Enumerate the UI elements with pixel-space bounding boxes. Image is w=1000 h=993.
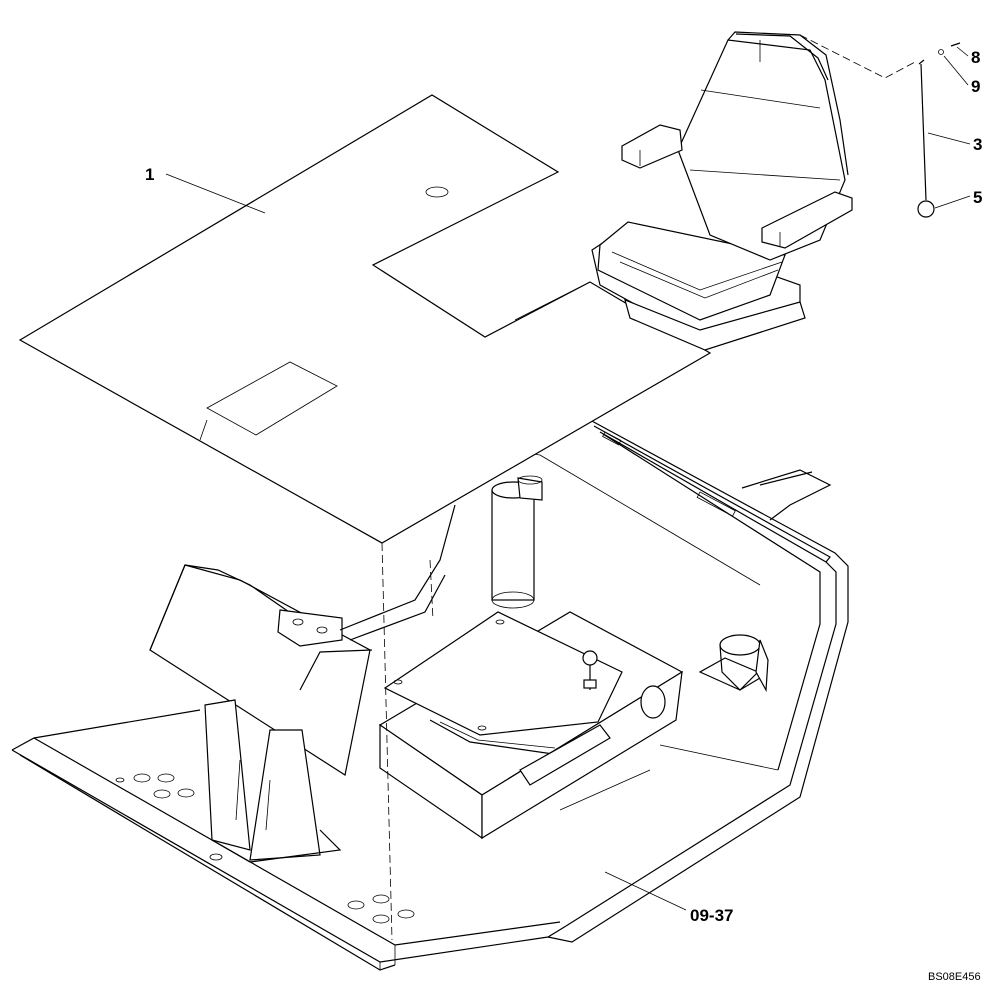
leader-lines <box>165 46 971 911</box>
alignment-line <box>381 542 393 941</box>
callout-8: 8 <box>971 48 980 67</box>
cylinder-filter <box>491 475 543 609</box>
cab-floor-frame <box>11 419 849 971</box>
floor-mat <box>18 94 712 544</box>
seat-strap-assembly <box>799 34 961 218</box>
callout-9: 9 <box>971 77 980 96</box>
alignment-line-2 <box>429 559 434 621</box>
front-console <box>149 504 456 863</box>
reference-code: BS08E456 <box>928 971 981 983</box>
callout-1: 1 <box>145 165 154 184</box>
callout-5: 5 <box>973 188 982 207</box>
seat-mount-box <box>378 611 684 840</box>
callout-09-37: 09-37 <box>690 906 733 925</box>
operator-seat <box>514 31 853 351</box>
cup-holder <box>698 634 769 693</box>
callout-3: 3 <box>973 135 982 154</box>
